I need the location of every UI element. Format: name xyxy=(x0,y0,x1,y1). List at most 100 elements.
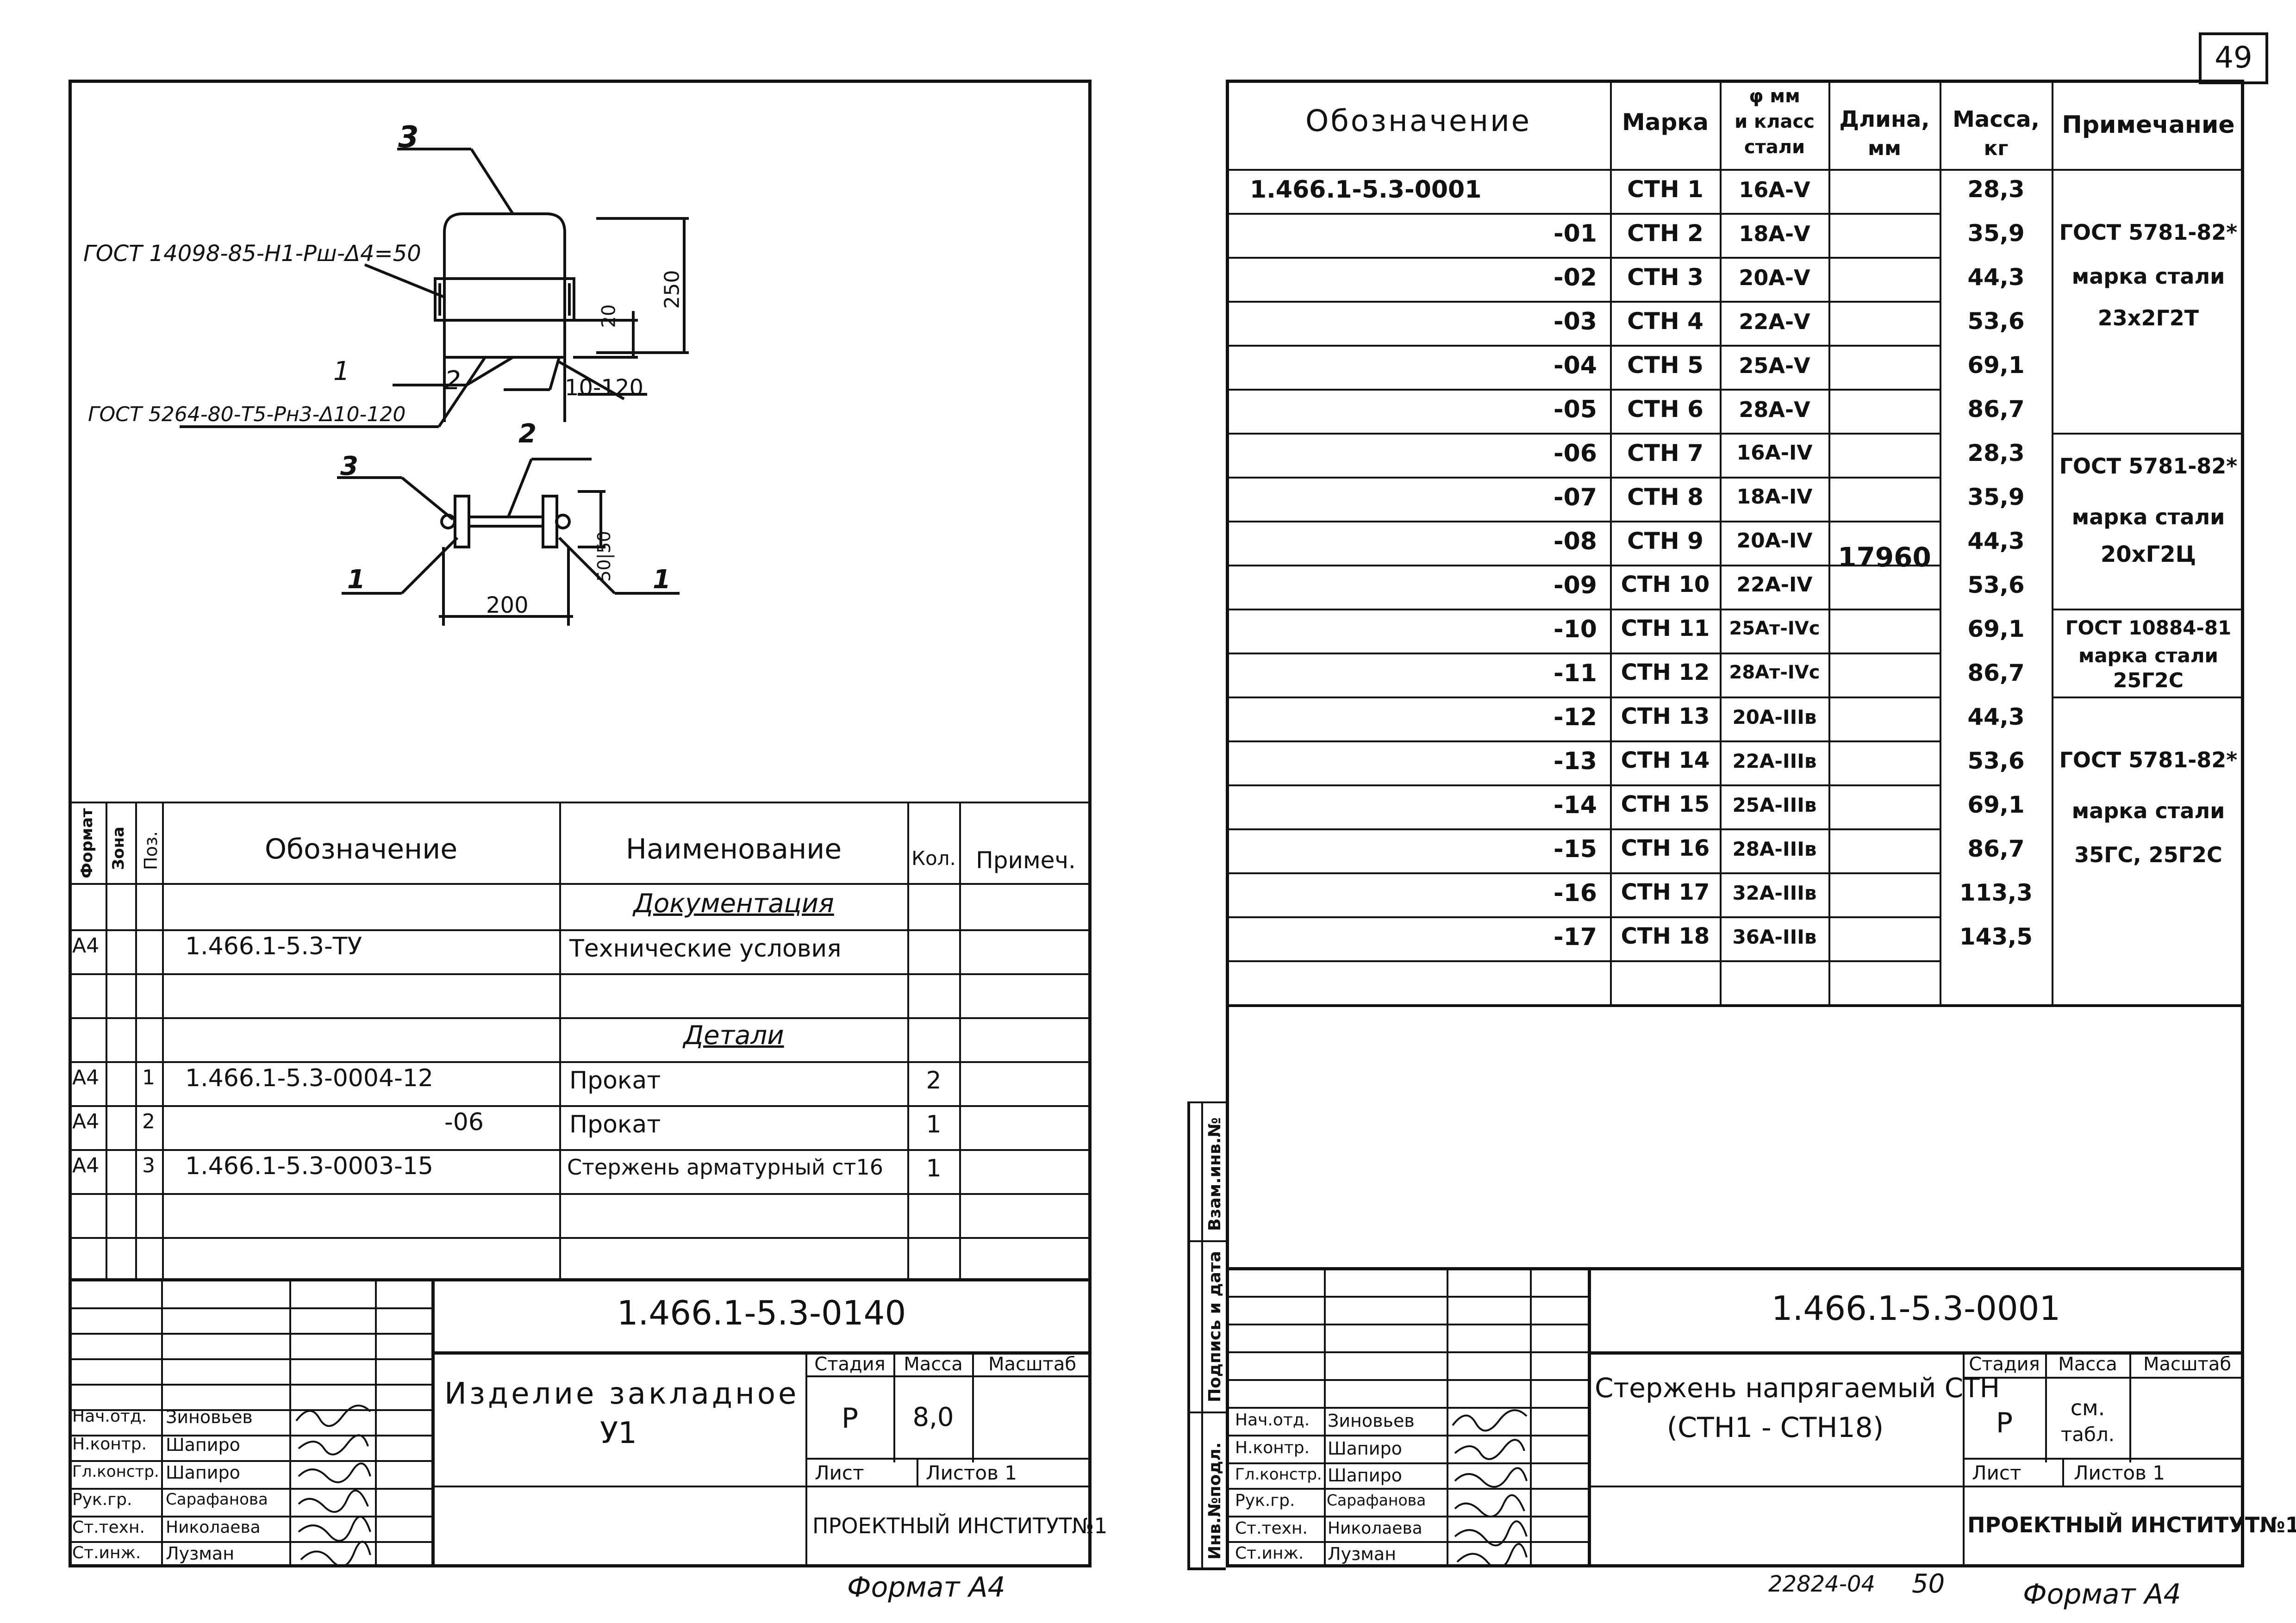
table-header-length: Длина, xyxy=(1839,106,1930,132)
table-row-mass: 86,7 xyxy=(1967,396,2025,423)
spec-row-format: А4 xyxy=(72,934,100,958)
plan-label-1-right: 1 xyxy=(653,565,671,595)
table-row-mass: 35,9 xyxy=(1967,484,2025,510)
right-stamp-name: Лузман xyxy=(1328,1544,1397,1564)
right-stamp-sheet-label: Лист xyxy=(1972,1461,2021,1484)
table-row-mass: 28,3 xyxy=(1967,176,2025,203)
note-group3-label: марка стали xyxy=(2078,644,2218,667)
table-header-mass-unit: кг xyxy=(1984,137,2009,160)
spec-row-qty: 2 xyxy=(926,1067,942,1094)
left-stamp-org: ПРОЕКТНЫЙ ИНСТИТУТ№1 xyxy=(812,1513,1108,1538)
left-stamp-role: Ст.инж. xyxy=(72,1543,141,1562)
table-row-diam: 20А-V xyxy=(1739,265,1810,290)
table-header-designation: Обозначение xyxy=(1305,104,1532,138)
leader-gost-weld-top: ГОСТ 14098-85-Н1-Рш-Δ4=50 xyxy=(83,241,421,267)
table-header-length-unit: мм xyxy=(1868,137,1901,160)
right-stamp-role: Рук.гр. xyxy=(1235,1491,1295,1510)
table-row-designation: -01 xyxy=(1554,220,1597,248)
right-sheet-frame xyxy=(1226,80,2244,1567)
table-header-note: Примечание xyxy=(2062,111,2235,139)
left-stamp-role: Рук.гр. xyxy=(72,1490,132,1509)
spec-header-designation: Обозначение xyxy=(264,833,458,865)
left-signatures xyxy=(295,1405,371,1567)
table-row-mass: 44,3 xyxy=(1967,264,2025,291)
left-stamp-name: Зиновьев xyxy=(166,1407,253,1427)
table-row-diam: 25Ат-IVс xyxy=(1729,618,1820,639)
table-row-mass: 44,3 xyxy=(1967,528,2025,554)
note-group2-label: марка стали xyxy=(2071,504,2225,529)
table-row-mark: СТН 10 xyxy=(1621,572,1710,597)
table-row-diam: 18А-V xyxy=(1739,221,1810,246)
table-row-diam: 28А-IIIв xyxy=(1732,838,1817,860)
note-group1-steel: 23х2Г2Т xyxy=(2097,305,2199,330)
table-row-mass: 35,9 xyxy=(1967,220,2025,247)
right-stamp-name: Николаева xyxy=(1328,1519,1423,1538)
left-stamp-name: Шапиро xyxy=(166,1462,240,1483)
table-row-designation: -15 xyxy=(1554,835,1597,863)
bottom-doc-code: 22824-04 xyxy=(1768,1571,1876,1597)
dim-50-50: 50|50 xyxy=(593,531,614,582)
table-row-diam: 20А-IV xyxy=(1736,529,1813,553)
table-row-designation: -08 xyxy=(1554,528,1597,555)
table-row-mass: 113,3 xyxy=(1959,879,2033,906)
table-row-designation: 1.466.1-5.3-0001 xyxy=(1250,176,1482,204)
note-group3-gost: ГОСТ 10884-81 xyxy=(2065,616,2232,639)
table-row-diam: 28А-V xyxy=(1739,397,1810,422)
spec-row-name: Технические условия xyxy=(569,935,842,963)
right-stamp-scale-label: Масштаб xyxy=(2143,1354,2232,1375)
spec-row-pos: 2 xyxy=(142,1110,155,1133)
table-header-diam: φ мм xyxy=(1749,86,1800,107)
table-row-diam: 22А-IIIв xyxy=(1732,750,1817,772)
left-stamp-title-mark: У1 xyxy=(600,1416,637,1450)
plan-label-3: 3 xyxy=(340,451,358,481)
spec-row-designation: 1.466.1-5.3-0003-15 xyxy=(185,1152,433,1180)
table-row-mark: СТН 2 xyxy=(1627,220,1703,247)
table-row-diam: 22А-V xyxy=(1739,309,1810,334)
dim-10-120: 10-120 xyxy=(565,375,644,401)
table-row-mark: СТН 8 xyxy=(1627,484,1703,510)
left-stamp-stage: Р xyxy=(841,1402,859,1435)
leader-gost-weld-bottom: ГОСТ 5264-80-Т5-Рн3-Δ10-120 xyxy=(88,403,406,426)
table-row-diam: 20А-IIIв xyxy=(1732,706,1817,728)
right-stamp-role: Нач.отд. xyxy=(1235,1411,1310,1430)
leader-label-3: 3 xyxy=(398,120,419,155)
left-stamp-scale-label: Масштаб xyxy=(988,1354,1077,1375)
plan-label-1-left: 1 xyxy=(347,565,365,595)
left-stamp-name: Лузман xyxy=(166,1543,235,1564)
right-stamp-mass-table: табл. xyxy=(2060,1423,2115,1446)
spec-row-designation: 1.466.1-5.3-ТУ xyxy=(185,933,362,960)
spec-row-qty: 1 xyxy=(926,1111,942,1138)
left-stamp-mass: 8,0 xyxy=(912,1402,954,1432)
table-row-diam: 16А-V xyxy=(1739,177,1810,202)
table-row-designation: -10 xyxy=(1554,616,1597,643)
right-stamp-role: Гл.констр. xyxy=(1235,1465,1322,1484)
table-row-mass: 69,1 xyxy=(1967,791,2025,818)
right-stamp-name: Шапиро xyxy=(1328,1465,1402,1486)
dim-20: 20 xyxy=(598,304,620,328)
table-row-mark: СТН 16 xyxy=(1621,835,1710,861)
spec-row-designation: -06 xyxy=(444,1108,484,1136)
spec-header-pos: Поз. xyxy=(141,831,161,870)
right-stamp-name: Зиновьев xyxy=(1328,1411,1415,1431)
left-sheet-frame xyxy=(69,80,1092,1567)
left-stamp-mass-label: Масса xyxy=(904,1354,963,1375)
table-row-designation: -07 xyxy=(1554,484,1597,511)
page-number: 49 xyxy=(2215,41,2252,75)
right-stamp-code: 1.466.1-5.3-0001 xyxy=(1771,1289,2061,1328)
table-row-mark: СТН 6 xyxy=(1627,396,1703,423)
left-stamp-role: Гл.констр. xyxy=(72,1462,159,1481)
table-row-mark: СТН 14 xyxy=(1621,747,1710,773)
dim-250: 250 xyxy=(660,270,684,309)
spec-row-qty: 1 xyxy=(926,1155,942,1182)
table-row-mass: 69,1 xyxy=(1967,616,2025,642)
table-row-mark: СТН 17 xyxy=(1621,879,1710,905)
left-stamp-role: Ст.техн. xyxy=(72,1518,145,1537)
table-row-mark: СТН 11 xyxy=(1621,616,1710,641)
left-stamp-stage-label: Стадия xyxy=(814,1354,886,1375)
leader-label-2: 2 xyxy=(444,366,461,396)
note-group1-gost: ГОСТ 5781-82* xyxy=(2059,220,2238,245)
leader-label-1: 1 xyxy=(333,356,350,386)
spec-section-docs: Документация xyxy=(633,889,834,919)
table-row-diam: 28Ат-IVс xyxy=(1729,662,1820,683)
bottom-page-number: 50 xyxy=(1912,1569,1945,1599)
